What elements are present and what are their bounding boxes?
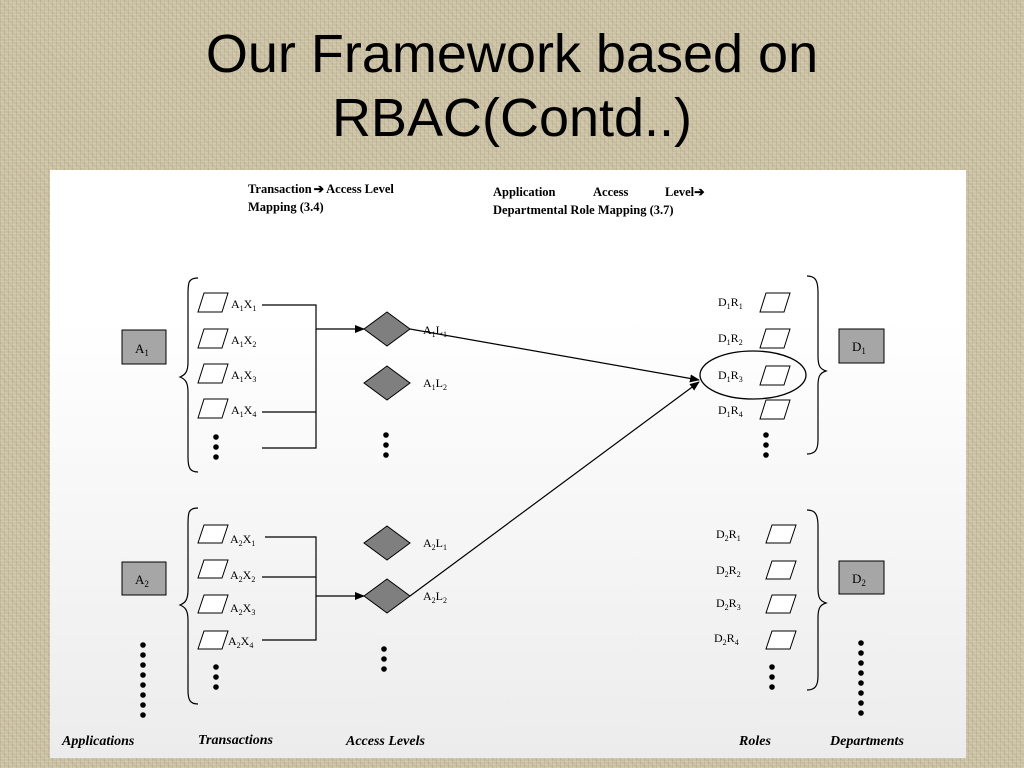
role-d1r2: D1R2 [718,328,791,349]
transaction-mapping-annotation: Transaction➔Access Level Mapping (3.4) [248,182,397,214]
role-d2r1: D2R1 [716,524,797,544]
svg-text:A1X3: A1X3 [231,368,256,384]
role-d1r4: D1R4 [718,399,791,420]
ellipsis-access-levels-a2 [381,646,387,672]
department-d2: D2 [838,560,885,595]
brace-transactions-a2 [178,507,199,705]
footer-applications: Applications [61,734,135,749]
footer-transactions: Transactions [198,733,273,748]
svg-text:A2X2: A2X2 [230,568,255,584]
access-level-a2l2: A2L2 [363,578,447,614]
transaction-a2x4: A2X4 [197,630,253,650]
svg-text:A2X1: A2X1 [230,532,255,548]
svg-text:D1R1: D1R1 [718,295,743,311]
ellipsis-applications [140,642,146,718]
brace-roles-d1 [806,275,828,455]
footer-departments: Departments [829,734,904,749]
application-a2: A2 [121,561,167,596]
right-arrow-icon: ➔ [694,185,705,199]
svg-text:A1: A1 [135,341,149,358]
svg-text:A1X1: A1X1 [231,297,256,313]
brace-transactions-a1 [178,277,199,473]
ellipsis-roles-d2 [769,664,775,690]
role-d2r2: D2R2 [716,560,797,580]
access-level-a1l1: A1L1 [363,311,447,347]
role-d1r3: D1R3 [718,365,791,386]
svg-text:A2X3: A2X3 [230,601,255,617]
ellipsis-access-levels-a1 [383,432,389,458]
ellipsis-roles-d1 [763,432,769,458]
svg-text:A1X4: A1X4 [231,403,256,419]
footer-roles: Roles [738,734,771,749]
transaction-a2x3: A2X3 [197,594,255,617]
transaction-a2x1: A2X1 [197,524,255,548]
brace-roles-d2 [806,509,828,691]
right-arrow-icon: ➔ [314,182,325,196]
mapping-arrow-a1l1-to-d1r3 [409,328,700,383]
transaction-a1x2: A1X2 [197,328,256,349]
transaction-a1x1: A1X1 [197,292,256,313]
access-level-a1l2: A1L2 [363,365,447,401]
role-d1r1: D1R1 [718,292,791,313]
svg-text:A2: A2 [135,572,149,589]
application-mapping-annotation: Application Access Level➔ Departmental R… [493,185,708,217]
ellipsis-transactions-a1 [213,434,219,460]
connector-a2-transactions [262,536,365,641]
title-line-1: Our Framework based on [205,24,819,84]
svg-text:D2R2: D2R2 [716,563,741,579]
role-d2r3: D2R3 [716,594,797,614]
svg-text:A2L2: A2L2 [423,589,447,605]
diagram-panel [50,170,966,758]
transaction-a1x3: A1X3 [197,363,256,384]
svg-text:A1L2: A1L2 [423,376,447,392]
connector-a1-transactions [262,304,365,449]
svg-text:A2X4: A2X4 [228,634,253,650]
svg-text:D1R4: D1R4 [718,403,743,419]
ellipsis-transactions-a2 [213,664,219,690]
ellipsis-departments [858,640,864,716]
transaction-a1x4: A1X4 [197,398,256,419]
mapping-arrow-a2l2-to-d1r3 [409,381,700,597]
svg-text:D1: D1 [852,339,866,356]
svg-text:D2R4: D2R4 [714,631,739,647]
svg-text:A2L1: A2L1 [423,536,447,552]
role-d2r4: D2R4 [714,630,797,650]
application-a1: A1 [121,329,167,365]
department-d1: D1 [838,328,885,364]
svg-text:D2: D2 [852,571,866,588]
slide-title: Our Framework based on RBAC(Contd..) [0,22,1024,150]
access-level-a2l1: A2L1 [363,525,447,561]
footer-access-levels: Access Levels [345,734,425,749]
svg-text:D2R3: D2R3 [716,596,741,612]
svg-text:D1R2: D1R2 [718,331,743,347]
transaction-a2x2: A2X2 [197,559,255,584]
title-line-2: RBAC(Contd..) [331,88,693,148]
svg-text:D1R3: D1R3 [718,368,743,384]
svg-text:D2R1: D2R1 [716,527,741,543]
svg-text:A1X2: A1X2 [231,333,256,349]
highlight-ellipse-d1r3 [699,350,807,400]
svg-text:A1L1: A1L1 [423,323,447,339]
